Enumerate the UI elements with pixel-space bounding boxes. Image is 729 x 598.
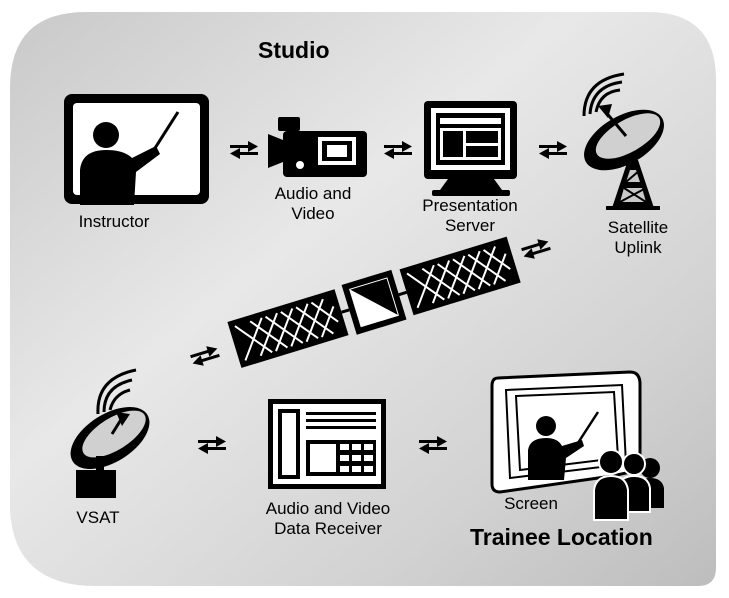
server-label-line1: Presentation <box>422 196 518 215</box>
server-label-line2: Server <box>444 216 496 235</box>
instructor-label: Instructor <box>78 212 150 231</box>
instructor-icon <box>64 94 209 205</box>
computer-monitor-icon <box>424 101 517 196</box>
uplink-label: Satellite Uplink <box>598 218 678 258</box>
uplink-label-line2: Uplink <box>614 238 662 257</box>
satellite-dish-icon <box>582 72 664 210</box>
screen-label: Screen <box>504 494 558 513</box>
receiver-label-line1: Audio and Video <box>265 499 391 518</box>
classroom-screen-icon <box>490 370 664 521</box>
receiver-label: Audio and Video Data Receiver <box>248 499 408 539</box>
receiver-label-line2: Data Receiver <box>274 519 382 538</box>
camera-label-line2: Video <box>291 204 335 223</box>
satellite-icon <box>227 236 521 368</box>
vsat-label: VSAT <box>76 508 120 527</box>
video-camera-icon <box>268 117 367 177</box>
trainee-location-title: Trainee Location <box>470 524 653 550</box>
receiver-device-icon <box>268 399 386 489</box>
studio-title: Studio <box>258 37 330 63</box>
vsat-dish-icon <box>70 368 150 498</box>
uplink-label-line1: Satellite <box>607 218 669 237</box>
camera-label: Audio and Video <box>258 184 368 224</box>
camera-label-line1: Audio and <box>274 184 352 203</box>
server-label: Presentation Server <box>405 196 535 236</box>
